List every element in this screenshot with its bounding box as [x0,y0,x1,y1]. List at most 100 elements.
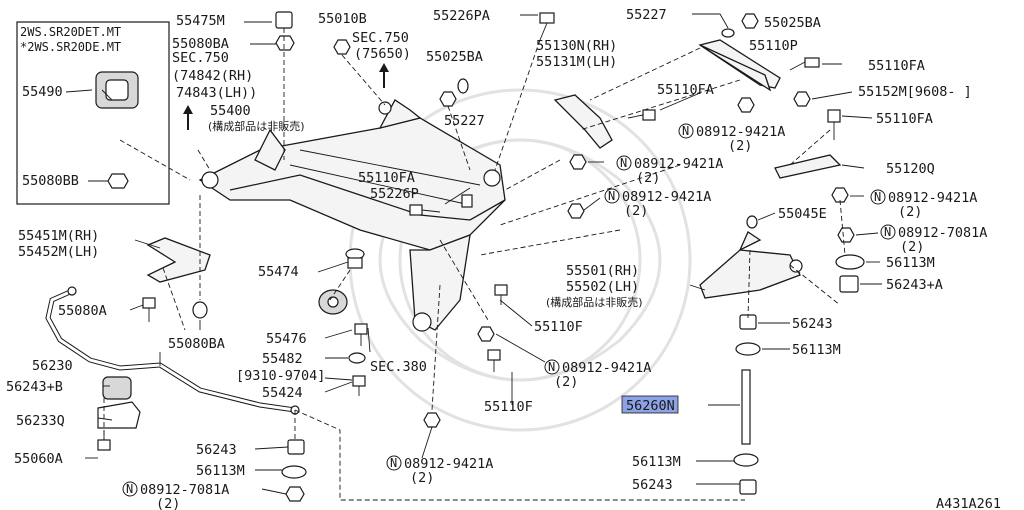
n-symbol-letter: N [682,124,689,138]
labels: 55475M 55080BA SEC.750 (74842(RH) 74843(… [6,7,1001,510]
label-56260N: 56260N [626,398,675,414]
label-55131M: 55131M(LH) [536,54,617,70]
dashed-guides [103,28,846,501]
label-55025BA-top: 55025BA [764,15,821,31]
link-55130N [553,94,613,149]
inset-part-55080BB: 55080BB [22,173,79,189]
label-55110FA-mid: 55110FA [657,82,714,98]
label-sec750-a: SEC.750 [172,50,229,66]
n-symbol-letter: N [884,225,891,239]
label-n08912-e-qty: (2) [554,374,578,390]
label-n08912-f: 08912-9421A [404,456,493,472]
n-symbol-letter: N [874,190,881,204]
n-symbol-icon [122,481,138,497]
label-55060A: 55060A [14,451,63,467]
label-n08912-c-qty: (2) [898,204,922,220]
label-n08912-a: 08912-9421A [696,124,785,140]
label-n08912-c: 08912-9421A [888,190,977,206]
leaders [85,13,882,495]
label-55451M: 55451M(RH) [18,228,99,244]
clamp-56233Q [97,401,141,429]
label-56243A-r: 56243+A [886,277,943,293]
label-n08912-b: 08912-9421A [634,156,723,172]
label-56243-l: 56243 [196,442,237,458]
label-55110FA-c: 55110FA [358,170,415,186]
bushing-56243B [102,376,132,400]
label-55452M: 55452M(LH) [18,244,99,260]
n-symbol-icon [604,188,620,204]
label-55152M: 55152M[9608- ] [858,84,972,100]
highlight-56260N[interactable] [621,395,679,414]
fasteners [97,11,865,502]
label-55110FA-r1: 55110FA [868,58,925,74]
label-56113M-r2: 56113M [792,342,841,358]
label-55130N: 55130N(RH) [536,38,617,54]
label-75650: (75650) [354,46,411,62]
label-55120Q: 55120Q [886,161,935,177]
label-74842: (74842(RH) [172,68,253,84]
link-55110P [698,39,781,92]
label-55400-note: (構成部品は非販売) [208,119,305,133]
label-55226P: 55226P [370,186,419,202]
inset-box: 2WS.SR20DET.MT *2WS.SR20DE.MT 55490 5508… [16,21,170,205]
label-56230: 56230 [32,358,73,374]
subframe-55400 [198,99,506,332]
label-55482: 55482 [262,351,303,367]
link-55120Q [774,154,842,179]
n-symbol-icon [678,123,694,139]
label-n08912-d: 08912-9421A [622,189,711,205]
label-56113M-b: 56113M [632,454,681,470]
label-n08912-7081-l-qty: (2) [156,496,180,510]
label-55080BA-top: 55080BA [172,36,229,52]
label-55502: 55502(LH) [566,279,639,295]
n-symbol-icon [544,359,560,375]
n-symbol-letter: N [608,189,615,203]
label-n08912-b-qty: (2) [636,170,660,186]
label-56243B: 56243+B [6,379,63,395]
label-55110F-a: 55110F [534,319,583,335]
label-55474: 55474 [258,264,299,280]
label-74843: 74843(LH)) [176,85,257,101]
n-symbol-letter: N [548,360,555,374]
label-n08912-7081-l: 08912-7081A [140,482,229,498]
label-56113M-l: 56113M [196,463,245,479]
label-n08912-7081-r: 08912-7081A [898,225,987,241]
n-symbol-icon [616,155,632,171]
label-55110P: 55110P [749,38,798,54]
label-55010B: 55010B [318,11,367,27]
label-55110F-b: 55110F [484,399,533,415]
diagram-id: A431A261 [936,496,1001,510]
label-sec380: SEC.380 [370,359,427,375]
label-56243-r: 56243 [792,316,833,332]
label-56233Q: 56233Q [16,413,65,429]
inset-part-55490: 55490 [22,84,63,100]
inset-note-1: 2WS.SR20DET.MT [20,25,121,39]
label-55080BA-b: 55080BA [168,336,225,352]
n-symbol-letter: N [390,456,397,470]
lower-arm-55501 [699,231,803,299]
label-55110FA-r2: 55110FA [876,111,933,127]
n-symbol-letter: N [620,156,627,170]
n-symbol-icon [386,455,402,471]
label-55227-top: 55227 [626,7,667,23]
label-55226PA: 55226PA [433,8,490,24]
label-55501: 55501(RH) [566,263,639,279]
label-56113M-r1: 56113M [886,255,935,271]
label-n08912-d-qty: (2) [624,203,648,219]
label-5550x-note: (構成部品は非販売) [546,295,643,309]
label-55482-date: [9310-9704] [236,368,325,384]
label-55045E: 55045E [778,206,827,222]
label-sec750-b: SEC.750 [352,30,409,46]
label-55080A: 55080A [58,303,107,319]
n-symbol-icon [880,224,896,240]
n-symbol-icon [870,189,886,205]
label-n08912-a-qty: (2) [728,138,752,154]
n-symbol-letter: N [126,482,133,496]
label-55476: 55476 [266,331,307,347]
label-55025BA-mid: 55025BA [426,49,483,65]
label-55227-mid: 55227 [444,113,485,129]
label-55400: 55400 [210,103,251,119]
link-55451M [146,237,211,283]
